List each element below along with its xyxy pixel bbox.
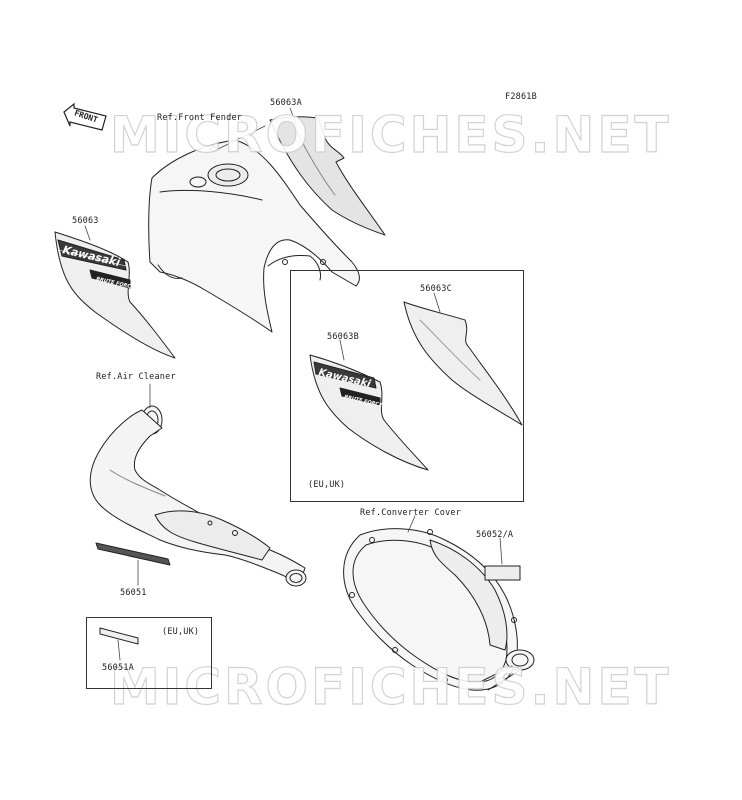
decal-56051-drawing xyxy=(95,542,171,566)
eu-uk-strip-box xyxy=(86,617,212,689)
label-56051: 56051 xyxy=(120,588,147,598)
decal-56051A-drawing xyxy=(99,627,139,645)
decal-56052A-drawing xyxy=(484,565,521,581)
label-56063: 56063 xyxy=(72,216,99,226)
label-eu-uk-upper: (EU,UK) xyxy=(308,480,346,490)
watermark-top: MICROFICHES.NET xyxy=(109,105,672,164)
leader-lines xyxy=(84,107,503,661)
label-56063C: 56063C xyxy=(420,284,452,294)
watermark-bottom: MICROFICHES.NET xyxy=(109,657,672,716)
front-arrow-icon xyxy=(63,102,107,131)
decal-56063A-drawing xyxy=(269,116,386,236)
label-56052A: 56052/A xyxy=(476,530,514,540)
decal-56063B-drawing xyxy=(309,354,429,471)
label-ref-converter-cover: Ref.Converter Cover xyxy=(360,508,462,518)
label-56063B: 56063B xyxy=(327,332,359,342)
eu-uk-decal-box xyxy=(290,270,524,502)
label-eu-uk-lower: (EU,UK) xyxy=(162,627,200,637)
front-direction-arrow: FRONT xyxy=(60,102,110,132)
figure-code: F2861B xyxy=(505,92,537,102)
front-fender-drawing xyxy=(148,139,360,333)
decal-56063C-drawing xyxy=(403,301,523,426)
label-ref-front-fender: Ref.Front Fender xyxy=(157,113,243,123)
decal-56063-drawing xyxy=(54,231,176,359)
converter-cover-drawing xyxy=(343,528,535,691)
air-cleaner-duct-drawing xyxy=(89,405,307,587)
label-56051A: 56051A xyxy=(102,663,134,673)
label-ref-air-cleaner: Ref.Air Cleaner xyxy=(96,372,176,382)
label-56063A: 56063A xyxy=(270,98,302,108)
